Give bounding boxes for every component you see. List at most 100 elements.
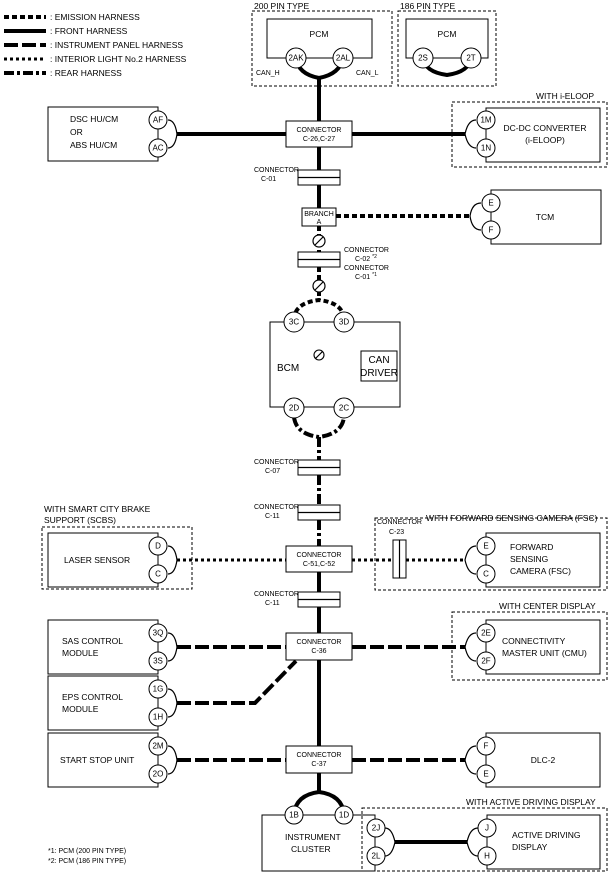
laser-sensor-pin-c bbox=[148, 564, 168, 584]
dlc-2: DLC-2 F E bbox=[476, 732, 601, 788]
tcm-pin-f-label: F bbox=[489, 226, 494, 235]
legend: : EMISSION HARNESS : FRONT HARNESS : INS… bbox=[4, 12, 187, 78]
can-driver-line1: CAN bbox=[368, 355, 389, 366]
bcm-pin-2c bbox=[333, 397, 355, 419]
scbs-group-frame bbox=[41, 526, 193, 590]
fsc-label-line2: SENSING bbox=[510, 554, 548, 564]
dsc-pin-ac bbox=[148, 138, 168, 158]
connector-c26-label-line1: CONNECTOR bbox=[297, 127, 342, 134]
dcdc-pin-1m-label: 1M bbox=[480, 116, 491, 125]
pcm-200-pin-2ak bbox=[285, 47, 307, 69]
ssu-pin-2m-label: 2M bbox=[152, 742, 163, 751]
cluster-label-line1: INSTRUMENT bbox=[285, 832, 341, 842]
eps-label-line1: EPS CONTROL bbox=[62, 692, 123, 702]
cmu-label-line1: CONNECTIVITY bbox=[502, 636, 566, 646]
wire-cmu-pins bbox=[464, 632, 477, 662]
dcdc-group-label: WITH i-ELOOP bbox=[536, 91, 594, 101]
dlc-pin-f bbox=[476, 736, 496, 756]
can-l-label: CAN_L bbox=[356, 70, 379, 77]
termination-symbol-upper bbox=[312, 234, 326, 248]
connector-c07-label-line1: CONNECTOR bbox=[254, 459, 299, 466]
fsc-pin-e-label: E bbox=[483, 542, 488, 551]
dsc-label-line3: ABS HU/CM bbox=[70, 140, 117, 150]
fsc-group: WITH FORWARD SENSING CAMERA (FSC) CONNEC… bbox=[374, 513, 608, 591]
connector-c37-box bbox=[285, 745, 353, 774]
connector-c02-code: C-02 bbox=[355, 256, 370, 263]
laser-sensor-box bbox=[47, 532, 159, 588]
laser-sensor-name: LASER SENSOR bbox=[64, 555, 130, 565]
connector-c11-lower: CONNECTOR C-11 bbox=[254, 591, 341, 608]
connector-c37: CONNECTOR C-37 bbox=[285, 745, 353, 774]
wire-bcm-bottom-pins bbox=[292, 416, 346, 440]
pcm-186-group-frame bbox=[397, 10, 497, 87]
wire-sas-pins bbox=[167, 632, 178, 662]
connector-c23-label-line1: CONNECTOR bbox=[377, 519, 422, 526]
connector-c02-label-line2: C-02 *2 bbox=[355, 254, 377, 263]
cluster-box bbox=[261, 814, 376, 872]
bcm-pin-2d bbox=[283, 397, 305, 419]
connector-c01: CONNECTOR C-01 bbox=[254, 167, 341, 186]
connector-c23-label-line2: C-23 bbox=[389, 529, 404, 536]
add-group-frame bbox=[361, 807, 608, 872]
pcm-200-group-frame bbox=[251, 10, 393, 87]
eps-control-module: EPS CONTROL MODULE 1G 1H bbox=[47, 675, 168, 731]
dlc-box bbox=[485, 732, 601, 788]
cmu-label-line2: MASTER UNIT (CMU) bbox=[502, 648, 587, 658]
footnote-2: *2: PCM (186 PIN TYPE) bbox=[48, 858, 126, 865]
can-h-label: CAN_H bbox=[256, 70, 280, 77]
dcdc-label-line1: DC-DC CONVERTER bbox=[504, 123, 587, 133]
add-label-line2: DISPLAY bbox=[512, 842, 548, 852]
termination-slash-lower bbox=[314, 281, 324, 291]
bcm-pin-3d-label: 3D bbox=[339, 318, 349, 327]
active-driving-display-group: WITH ACTIVE DRIVING DISPLAY 2J 2L ACTIVE… bbox=[361, 797, 608, 872]
connector-c01-label-line1: CONNECTOR bbox=[254, 167, 299, 174]
connector-c01-label-line2: C-01 bbox=[261, 176, 276, 183]
dsc-box bbox=[47, 106, 159, 162]
ssu-name: START STOP UNIT bbox=[60, 755, 134, 765]
bcm-termination-slash bbox=[315, 351, 323, 359]
dsc-pin-ac-label: AC bbox=[152, 144, 163, 153]
connector-c02-label-line4: C-01 *1 bbox=[355, 272, 377, 281]
sas-pin-3q-label: 3Q bbox=[153, 629, 164, 638]
cmu-box bbox=[485, 619, 601, 675]
laser-sensor-pin-d bbox=[148, 536, 168, 556]
eps-pin-1h-label: 1H bbox=[153, 713, 163, 722]
scbs-group-label-line1: WITH SMART CITY BRAKE bbox=[44, 504, 151, 514]
connector-c51-c52: CONNECTOR C-51,C-52 bbox=[285, 545, 353, 573]
tcm-pin-e-label: E bbox=[488, 199, 493, 208]
ssu-pin-2o bbox=[148, 764, 168, 784]
bcm-module: BCM 3C 3D 2D 2C CAN DRIVER bbox=[269, 311, 401, 419]
pcm-186-pin-2s-label: 2S bbox=[418, 54, 428, 63]
dlc-pin-e-label: E bbox=[483, 770, 488, 779]
sas-pin-3s-label: 3S bbox=[153, 657, 163, 666]
legend-label-rear: : REAR HARNESS bbox=[50, 68, 122, 78]
cluster-pin-2l bbox=[366, 846, 386, 866]
cluster-pin-1d-label: 1D bbox=[339, 811, 349, 820]
dcdc-label-line2: (i-ELOOP) bbox=[525, 135, 565, 145]
pcm-186-name: PCM bbox=[438, 29, 457, 39]
add-pin-h-label: H bbox=[484, 852, 490, 861]
fsc-pin-c-label: C bbox=[483, 570, 489, 579]
eps-pin-1h bbox=[148, 707, 168, 727]
legend-label-emission: : EMISSION HARNESS bbox=[50, 12, 140, 22]
cluster-pin-1d bbox=[334, 805, 354, 825]
legend-label-interior-light: : INTERIOR LIGHT No.2 HARNESS bbox=[50, 54, 187, 64]
connector-c37-label-line1: CONNECTOR bbox=[297, 752, 342, 759]
pcm-200-pin-group: 200 PIN TYPE PCM 2AK 2AL CAN_H CAN_L bbox=[251, 1, 393, 87]
bcm-pin-3c-label: 3C bbox=[289, 318, 299, 327]
cluster-pin-2j bbox=[366, 818, 386, 838]
connector-c11-upper: CONNECTOR C-11 bbox=[254, 504, 341, 521]
cmu-group-label: WITH CENTER DISPLAY bbox=[499, 601, 596, 611]
fsc-pin-c bbox=[476, 564, 496, 584]
cluster-pin-1b-label: 1B bbox=[289, 811, 299, 820]
sas-pin-3q bbox=[148, 623, 168, 643]
add-pin-h bbox=[477, 846, 497, 866]
dcdc-pin-1n-label: 1N bbox=[481, 144, 491, 153]
cluster-label-line2: CLUSTER bbox=[291, 844, 331, 854]
wire-cluster-pins bbox=[292, 789, 346, 815]
connector-c11-upper-label-line2: C-11 bbox=[265, 513, 280, 520]
wire-dcdc-pins bbox=[464, 119, 477, 149]
dlc-name: DLC-2 bbox=[531, 755, 556, 765]
termination-slash-upper bbox=[314, 236, 324, 246]
